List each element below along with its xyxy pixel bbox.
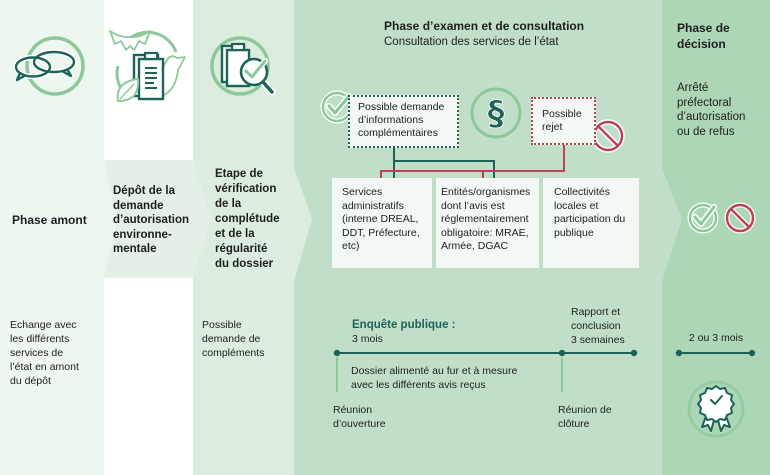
examen-title: Phase d’examen et de consultation	[384, 19, 585, 33]
enquete-timeline	[333, 349, 638, 392]
dossier-note: Dossier alimenté au fur et à mesure avec…	[351, 365, 518, 391]
info-request-callout: Possible demande d’informations compléme…	[348, 95, 459, 148]
consulted-box-collectivites: Collectivités locales et participation d…	[543, 178, 639, 268]
depot-title: Dépôt de la demande d’autorisation envir…	[113, 185, 190, 255]
decision-duration-line	[675, 349, 756, 357]
opening-meeting-label: Réunion d’ouverture	[333, 404, 386, 430]
examen-subtitle: Consultation des services de l’état	[384, 36, 559, 48]
clipboard-search-check-icon	[210, 36, 276, 96]
connector-lines-rejection	[380, 145, 565, 178]
chat-bubbles-icon	[13, 36, 85, 96]
decision-title: Phase de décision	[677, 21, 730, 51]
enquete-publique-label: Enquête publique :	[352, 319, 456, 331]
decision-duration: 2 ou 3 mois	[688, 332, 744, 344]
verification-band	[193, 0, 312, 475]
phase-amont-title: Phase amont	[12, 213, 87, 227]
paragraph-symbol: §	[488, 94, 505, 134]
verification-title: Etape de vérification de la complétude e…	[215, 168, 280, 270]
rejection-callout: Possible rejet	[531, 97, 596, 145]
phase-amont-note: Echange avec les différents services de …	[10, 319, 79, 387]
report-conclusion-note: Rapport et conclusion 3 semaines	[571, 306, 625, 346]
bat-icon	[109, 30, 151, 51]
decision-prohibited-icon	[724, 202, 756, 234]
phase-amont-band	[0, 0, 117, 475]
timeline-dot-opening	[333, 349, 341, 357]
leaf-icon	[116, 77, 140, 103]
decision-description: Arrêté préfectoral d’autorisation ou de …	[677, 82, 746, 138]
timeline-dot-closing	[558, 349, 566, 357]
decision-check-circle-icon	[687, 202, 719, 234]
award-badge-icon	[687, 380, 745, 438]
enquete-publique-duration: 3 mois	[352, 333, 383, 345]
consulted-box-services-administratifs: Services administratifs (interne DREAL, …	[332, 178, 432, 268]
connector-lines-info-request	[393, 148, 495, 178]
law-paragraph-icon: §	[470, 87, 522, 139]
timeline-dot-report-end	[630, 349, 638, 357]
closing-meeting-label: Réunion de clôture	[558, 404, 612, 430]
document-nature-icon	[109, 30, 186, 103]
verification-note: Possible demande de compléments	[202, 319, 265, 359]
consulted-box-entites-organismes: Entités/organismes dont l’avis est régle…	[436, 178, 539, 268]
depot-chevron	[104, 160, 211, 278]
